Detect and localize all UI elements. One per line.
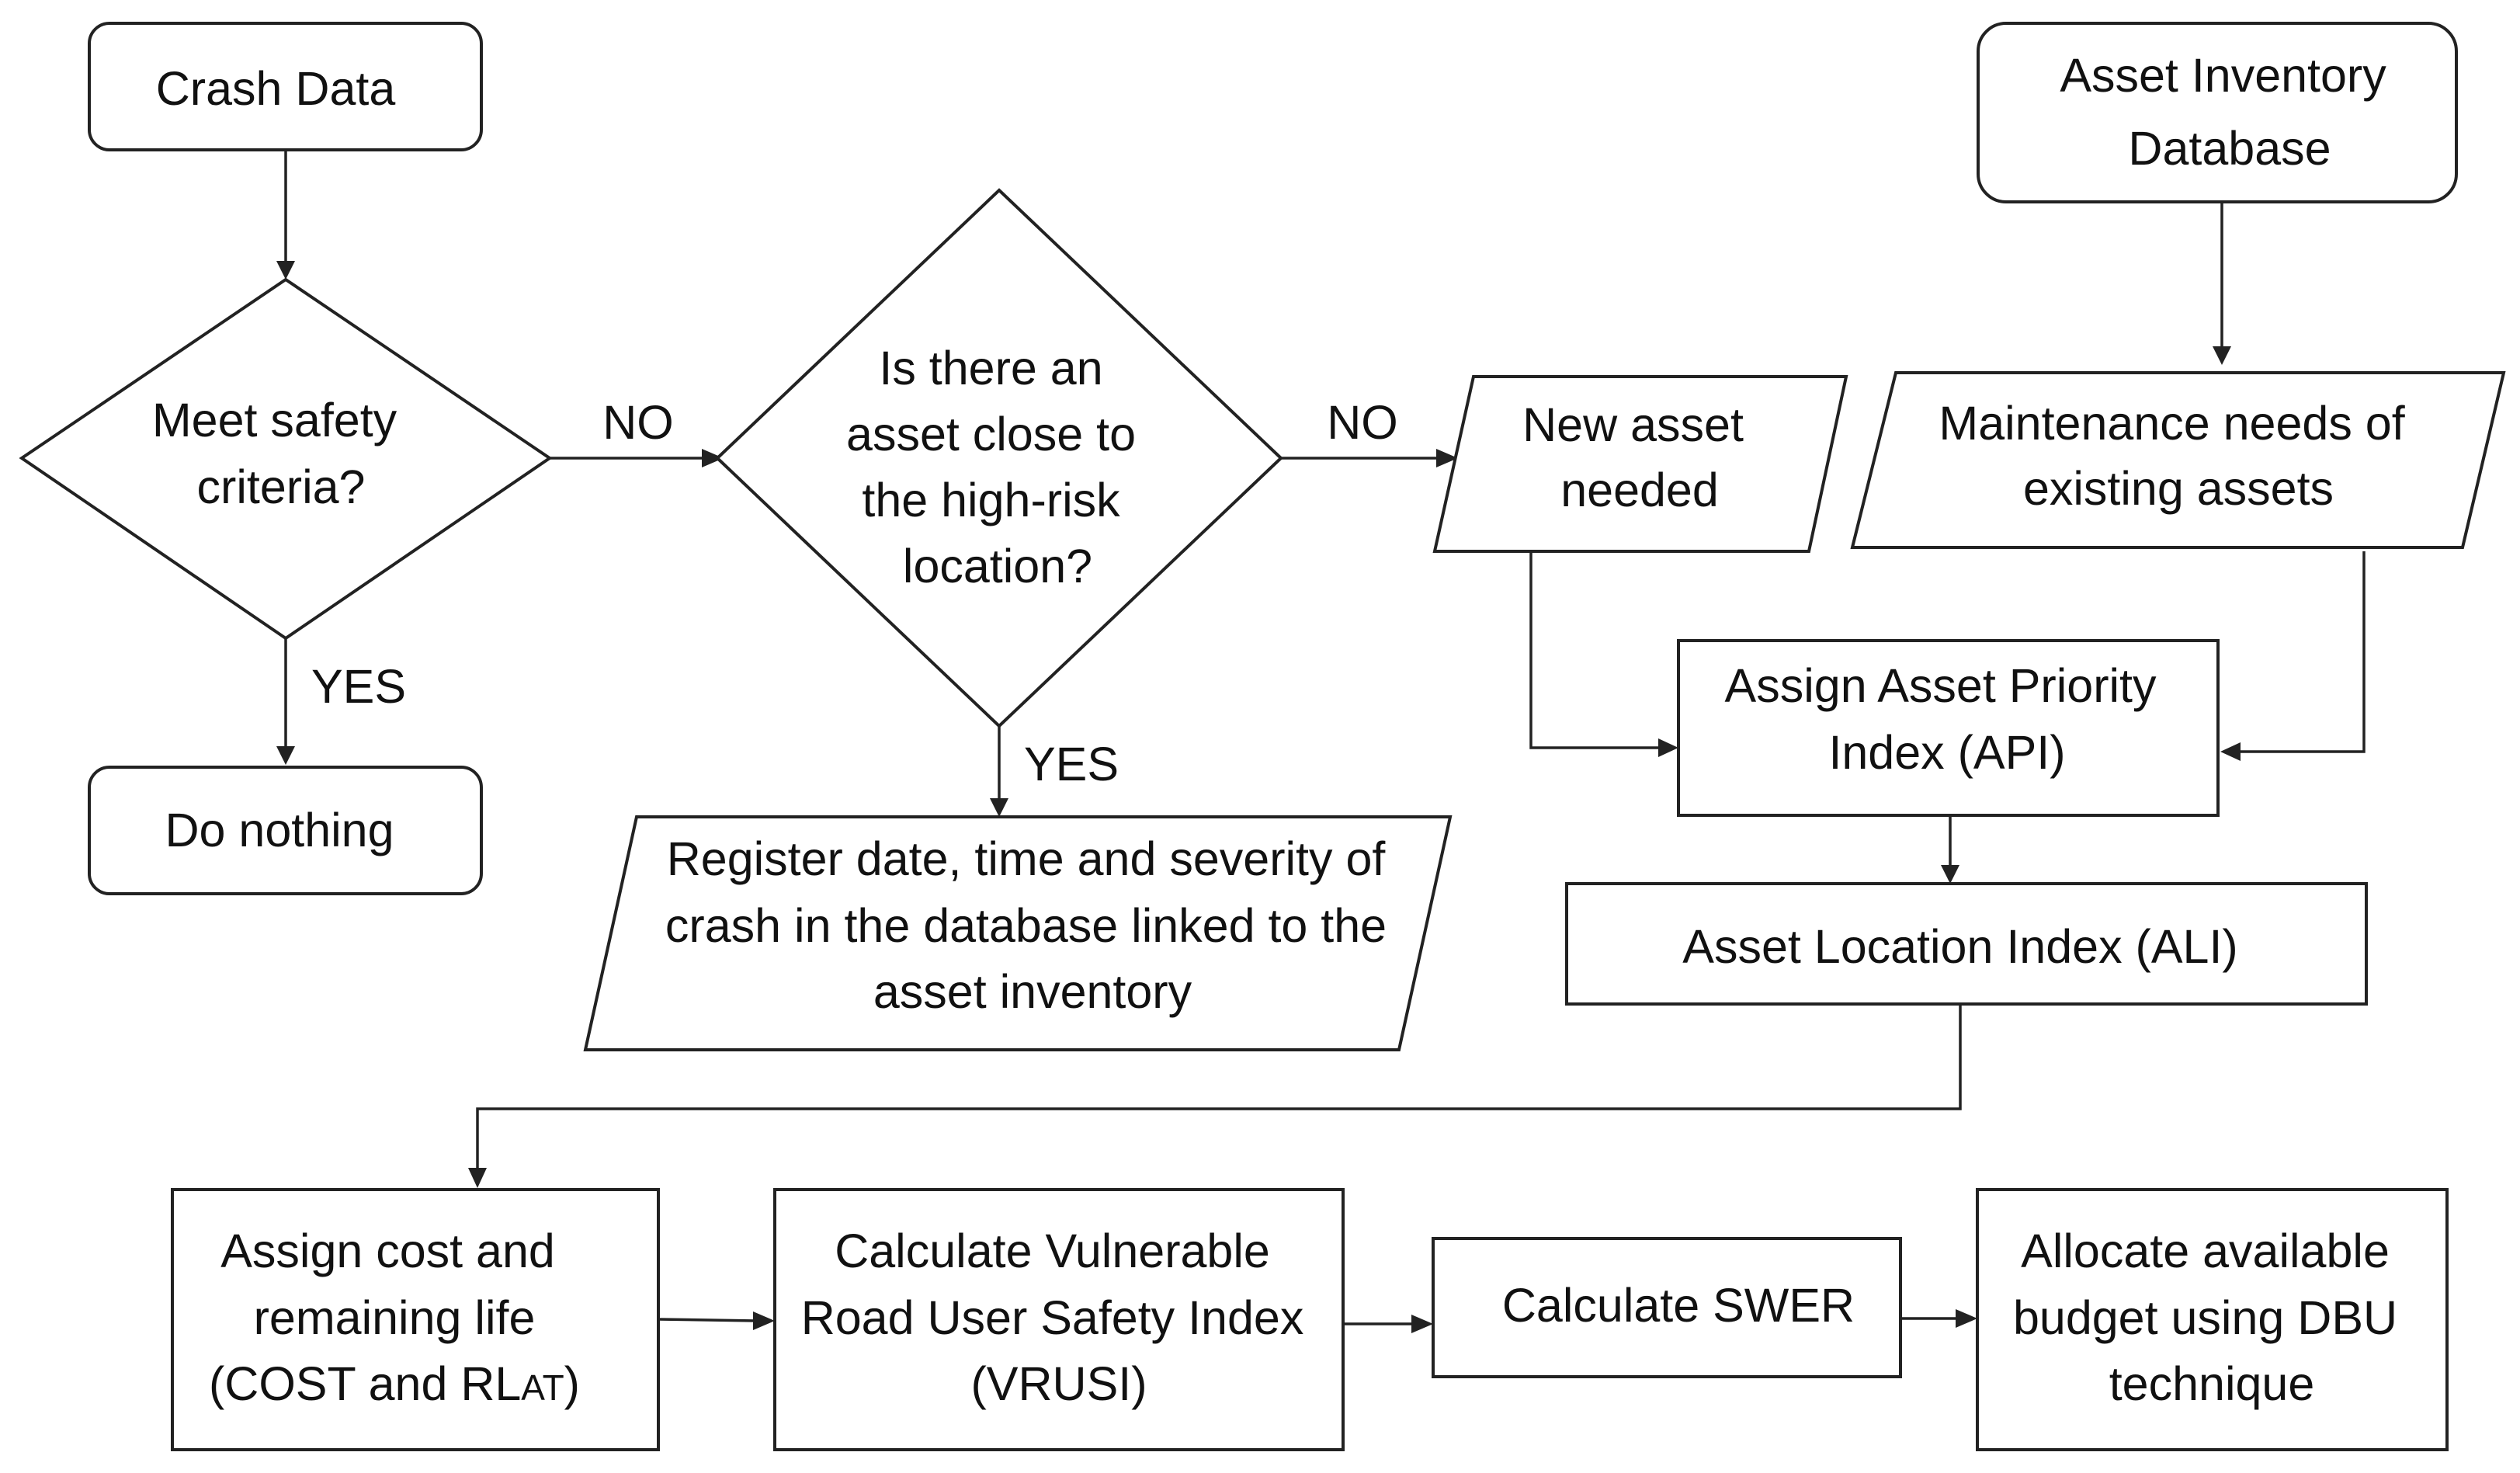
arrowhead — [2220, 742, 2241, 761]
node-do-nothing: Do nothing — [88, 766, 483, 895]
label-line: Allocate available — [2021, 1225, 2390, 1277]
node-label: Is there an asset close to the high-risk… — [846, 342, 1149, 592]
arrowhead — [1956, 1309, 1977, 1328]
label-line: (VRUSI) — [970, 1357, 1147, 1410]
edge-maintenance-to-api — [2236, 551, 2366, 753]
arrowhead — [1941, 865, 1959, 884]
node-label: Allocate available budget using DBU tech… — [2013, 1225, 2411, 1410]
terminal-shape — [88, 22, 483, 151]
label-line: existing assets — [2023, 462, 2334, 515]
node-label: Crash Data — [156, 62, 396, 115]
label-line: Meet safety — [152, 394, 397, 446]
label-safety-no: NO — [602, 396, 674, 449]
node-label: Meet safety criteria? — [152, 394, 410, 513]
node-label: Assign Asset Priority Index (API) — [1725, 659, 2170, 779]
arrowhead — [2213, 346, 2231, 365]
edge-cost-to-vrusi — [658, 1318, 757, 1322]
label-asset-no: NO — [1327, 396, 1398, 449]
edge-newasset-to-api — [1529, 551, 1663, 749]
arrowhead — [1411, 1315, 1433, 1333]
label-line: ) — [564, 1357, 580, 1410]
edge-labels: NO YES NO YES — [311, 396, 1398, 790]
node-label: Assign cost and remaining life — [220, 1225, 568, 1344]
label-line: Index (API) — [1828, 726, 2065, 779]
arrowhead — [1658, 738, 1678, 757]
label-line: Register date, time and severity of — [667, 832, 1387, 885]
process-shape — [1432, 1237, 1902, 1378]
label-line: Assign Asset Priority — [1725, 659, 2157, 712]
process-swer: Calculate SWER — [1432, 1237, 1902, 1378]
node-label: New asset needed — [1522, 398, 1757, 516]
node-asset-inventory: Asset Inventory Database — [1977, 22, 2458, 203]
arrowhead — [468, 1168, 487, 1188]
arrowhead — [990, 798, 1008, 817]
label-line: budget using DBU — [2013, 1291, 2397, 1344]
label-line: technique — [2109, 1357, 2315, 1410]
process-shape — [1565, 882, 2368, 1006]
node-label: Asset Inventory Database — [2060, 49, 2399, 175]
node-label-cost-rlat: (COST and RLAT) — [209, 1357, 580, 1410]
process-api: Assign Asset Priority Index (API) — [1677, 639, 2220, 817]
edge-ali-to-cost — [476, 1003, 1962, 1169]
data-shape — [1850, 371, 2506, 549]
node-label: Calculate SWER — [1502, 1279, 1855, 1332]
process-cost: Assign cost and remaining life (COST and… — [171, 1188, 660, 1451]
arrowhead — [753, 1311, 775, 1330]
node-crash-data: Crash Data — [88, 22, 483, 151]
label-line: remaining life — [254, 1291, 536, 1344]
label-line: location? — [903, 540, 1092, 592]
process-shape — [1976, 1188, 2449, 1451]
label-safety-yes: YES — [311, 660, 406, 713]
node-label: Asset Location Index (ALI) — [1682, 920, 2237, 973]
arrowhead — [276, 746, 295, 765]
label-line: asset close to — [846, 408, 1136, 460]
process-shape — [773, 1188, 1345, 1451]
label-line: New asset — [1522, 398, 1744, 451]
label-line: the high-risk — [862, 474, 1120, 526]
data-shape — [583, 815, 1453, 1051]
node-label: Maintenance needs of existing assets — [1939, 397, 2418, 515]
arrowhead — [702, 449, 724, 467]
decision-asset-close: Is there an asset close to the high-risk… — [715, 188, 1283, 728]
label-line: Database — [2128, 122, 2331, 175]
arrowhead — [1436, 449, 1458, 467]
decision-shape — [715, 188, 1283, 728]
label-line: Calculate Vulnerable — [835, 1225, 1270, 1277]
data-shape — [1432, 375, 1848, 553]
label-asset-yes: YES — [1024, 738, 1119, 790]
label-line: Assign cost and — [220, 1225, 555, 1277]
process-shape — [171, 1188, 660, 1451]
label-line: asset inventory — [873, 965, 1192, 1018]
io-maintenance: Maintenance needs of existing assets — [1850, 371, 2506, 549]
label-line: Maintenance needs of — [1939, 397, 2405, 450]
node-label: Do nothing — [165, 804, 394, 856]
arrowhead — [276, 261, 295, 280]
decision-meet-safety: Meet safety criteria? — [19, 277, 553, 641]
io-new-asset: New asset needed — [1432, 375, 1848, 553]
process-vrusi: Calculate Vulnerable Road User Safety In… — [773, 1188, 1345, 1451]
label-line: Road User Safety Index — [801, 1291, 1304, 1344]
process-budget: Allocate available budget using DBU tech… — [1976, 1188, 2449, 1451]
label-subscript: AT — [521, 1367, 564, 1408]
label-line: needed — [1560, 464, 1719, 516]
label-line: Is there an — [879, 342, 1102, 394]
node-label: Calculate Vulnerable Road User Safety In… — [801, 1225, 1317, 1410]
decision-shape — [19, 277, 553, 641]
label-line: (COST and RL — [209, 1357, 521, 1410]
terminal-shape — [88, 766, 483, 895]
process-shape — [1677, 639, 2220, 817]
io-register: Register date, time and severity of cras… — [583, 815, 1453, 1051]
node-label: Register date, time and severity of cras… — [665, 832, 1400, 1018]
connectors — [276, 150, 2366, 1333]
label-line: crash in the database linked to the — [665, 899, 1387, 952]
label-line: criteria? — [197, 460, 366, 513]
label-line: Asset Inventory — [2060, 49, 2386, 102]
process-ali: Asset Location Index (ALI) — [1565, 882, 2368, 1006]
terminal-shape — [1977, 22, 2458, 203]
